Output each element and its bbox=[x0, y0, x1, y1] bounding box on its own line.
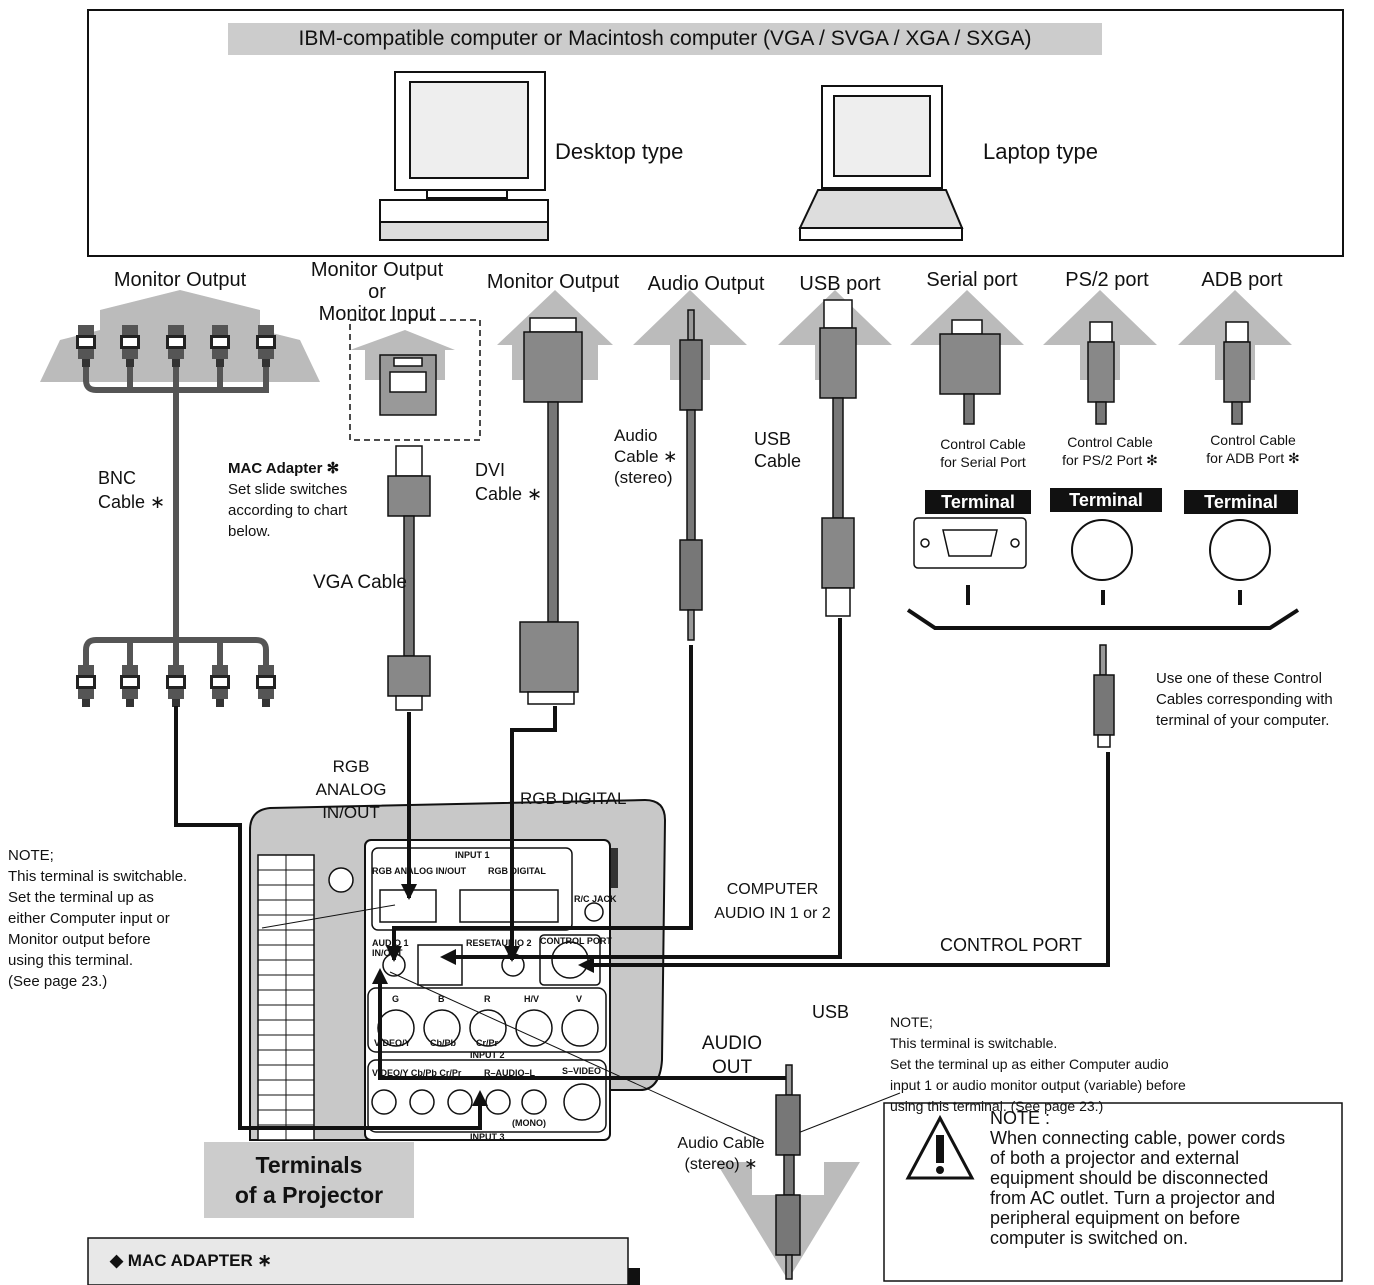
laptop-computer-icon bbox=[798, 85, 964, 241]
serial-port-label: Serial port bbox=[926, 269, 1018, 291]
panel-rgb-digital-label: RGB DIGITAL bbox=[488, 866, 546, 876]
laptop-label: Laptop type bbox=[983, 139, 1098, 164]
audio-out-cable-label: Audio Cable(stereo) ∗ bbox=[677, 1135, 765, 1173]
vga-cable bbox=[387, 445, 431, 711]
terminal-ps2-label: Terminal bbox=[1050, 488, 1162, 512]
control-bracket bbox=[906, 608, 1300, 630]
panel-control-port-label: CONTROL PORT bbox=[540, 936, 612, 946]
panel-audio-rl-label: R–AUDIO–L bbox=[484, 1068, 536, 1078]
mac-adapter-header: ◆ MAC ADAPTER ∗ bbox=[110, 1251, 272, 1270]
audio-cable bbox=[679, 309, 703, 641]
panel-input2-label: INPUT 2 bbox=[470, 1050, 505, 1060]
panel-b-label: B bbox=[438, 994, 445, 1004]
panel-audio1-label: AUDIO 1 IN/OUT bbox=[372, 938, 409, 958]
audio-out-cable bbox=[775, 1064, 801, 1280]
audio-output-label: Audio Output bbox=[647, 273, 765, 295]
panel-video-y-label: VIDEO/Y bbox=[374, 1038, 411, 1048]
warning-note: NOTE : When connecting cable, power cord… bbox=[990, 1108, 1286, 1248]
usb-port-label: USB port bbox=[799, 273, 881, 295]
mid-note: NOTE; This terminal is switchable. Set t… bbox=[890, 1014, 1186, 1114]
desktop-computer-icon bbox=[379, 71, 549, 241]
panel-mono-label: (MONO) bbox=[512, 1118, 546, 1128]
computer-title-bg bbox=[228, 23, 1102, 55]
ps2-port-label: PS/2 port bbox=[1065, 269, 1149, 291]
bnc-cable bbox=[83, 365, 269, 665]
monitor-output-3-label: Monitor Output bbox=[486, 271, 620, 293]
serial-terminal-icon bbox=[913, 517, 1027, 569]
panel-reset-label: RESET bbox=[466, 938, 497, 948]
panel-svideo-label: S–VIDEO bbox=[562, 1066, 602, 1076]
panel-cr-pr-label: Cr/Pr bbox=[476, 1038, 499, 1048]
panel-cb-pb-label: Cb/Pb bbox=[430, 1038, 456, 1048]
terminal-serial-label: Terminal bbox=[925, 490, 1031, 514]
monitor-output-1-label: Monitor Output bbox=[113, 269, 247, 291]
desktop-label: Desktop type bbox=[555, 139, 684, 164]
panel-rc-jack-label: R/C JACK bbox=[574, 894, 617, 904]
mac-adapter-label: MAC Adapter ✻ Set slide switches accordi… bbox=[228, 460, 348, 540]
rgb-digital-label: RGB DIGITAL bbox=[520, 789, 627, 808]
adb-terminal-icon bbox=[1209, 519, 1271, 581]
wire-arrowheads bbox=[372, 884, 594, 1106]
ps2-terminal-icon bbox=[1071, 519, 1133, 581]
panel-video-y2-label: VIDEO/Y Cb/Pb Cr/Pr bbox=[372, 1068, 462, 1078]
panel-audio2-label: AUDIO 2 bbox=[495, 938, 532, 948]
panel-g-label: G bbox=[392, 994, 400, 1004]
serial-control-cable bbox=[939, 319, 1001, 425]
panel-input1-label: INPUT 1 bbox=[455, 850, 490, 860]
computer-box-title: IBM-compatible computer or Macintosh com… bbox=[298, 27, 1032, 50]
panel-hv-label: H/V bbox=[524, 994, 540, 1004]
panel-r-label: R bbox=[484, 994, 491, 1004]
adb-port-label: ADB port bbox=[1201, 269, 1283, 291]
warning-icon bbox=[905, 1114, 975, 1180]
panel-rgb-analog-label: RGB ANALOG IN/OUT bbox=[372, 866, 467, 876]
left-note: NOTE; This terminal is switchable. Set t… bbox=[8, 847, 188, 990]
mac-adapter-box bbox=[349, 319, 481, 441]
usb-cable bbox=[819, 299, 857, 617]
panel-v-label: V bbox=[576, 994, 583, 1004]
control-port-label: CONTROL PORT bbox=[940, 935, 1083, 955]
mac-adapter-header-bg bbox=[87, 1237, 629, 1285]
monitor-output-2-label: Monitor Output or Monitor Input bbox=[310, 259, 444, 325]
dvi-cable bbox=[519, 317, 583, 705]
terminals-title-bg bbox=[204, 1142, 414, 1218]
usb-label: USB bbox=[812, 1002, 850, 1022]
vga-cable-label: VGA Cable bbox=[313, 572, 407, 593]
ps2-control-cable bbox=[1087, 321, 1115, 425]
terminal-adb-label: Terminal bbox=[1184, 490, 1298, 514]
mac-adapter-icon bbox=[379, 354, 437, 416]
panel-input3-label: INPUT 3 bbox=[470, 1132, 505, 1142]
control-cable-lower bbox=[1093, 644, 1115, 748]
adb-control-cable bbox=[1223, 321, 1251, 425]
warning-box bbox=[883, 1102, 1343, 1282]
